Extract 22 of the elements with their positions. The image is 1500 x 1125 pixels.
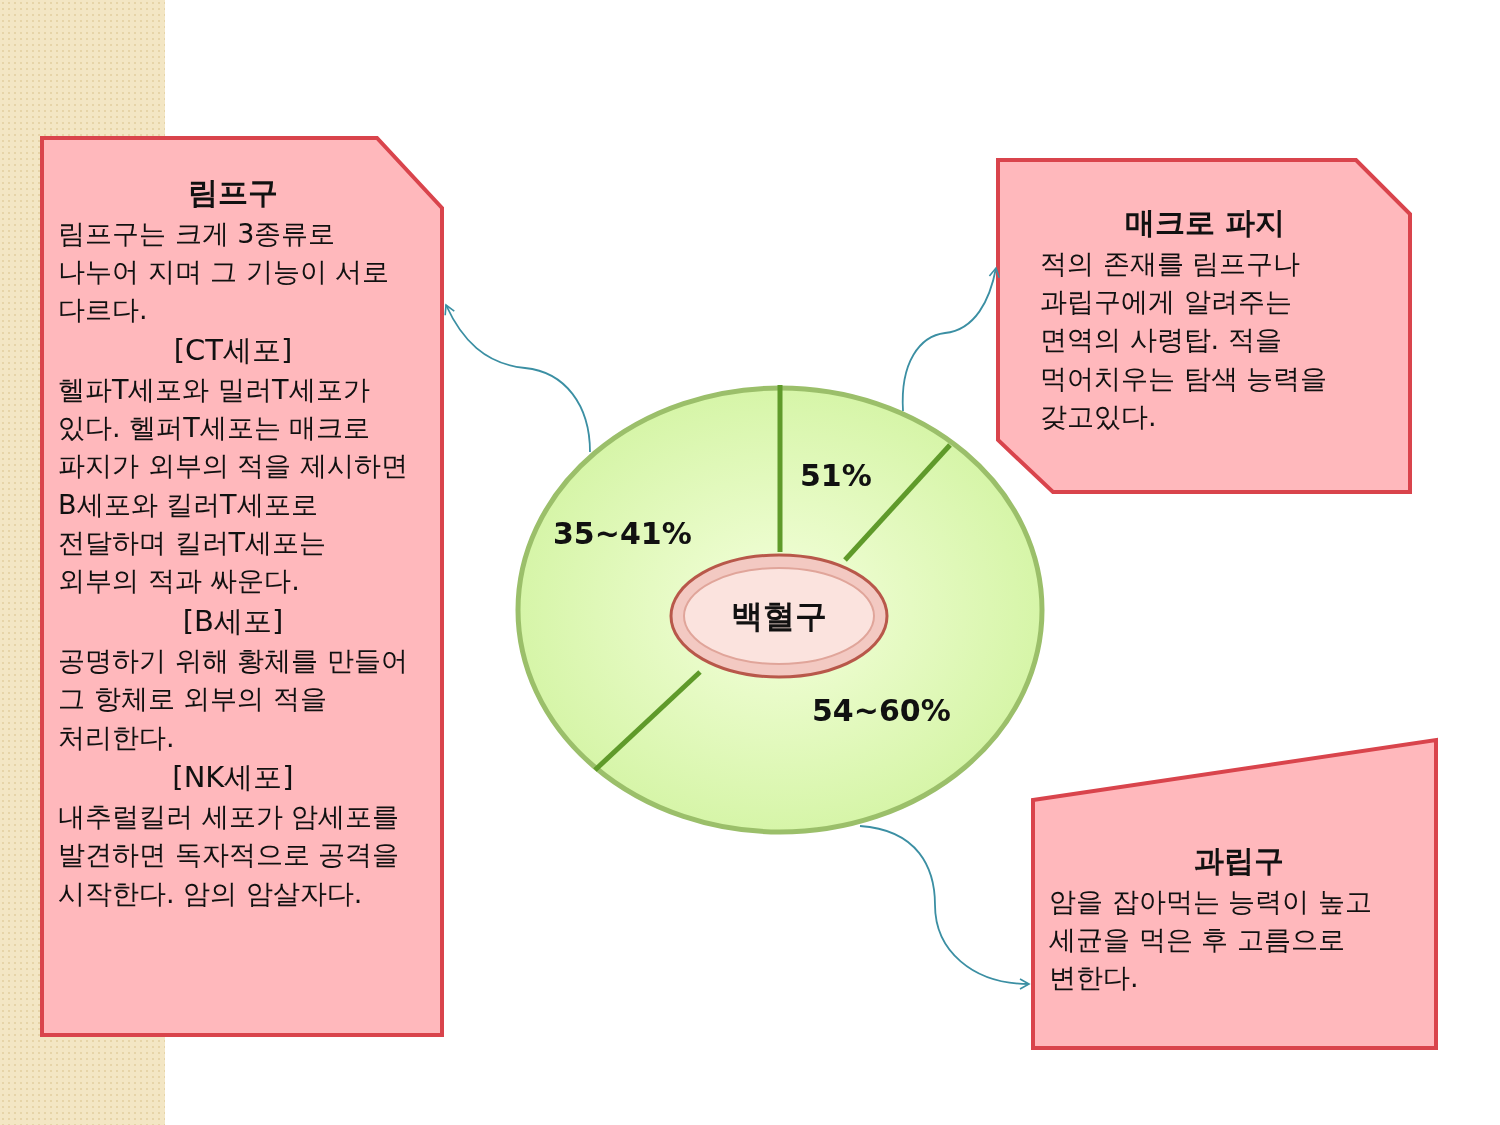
curved-arrow xyxy=(444,304,591,453)
node-text: 적의 존재를 림프구나 과립구에게 알려주는 면역의 사령탑. 적을 먹어치우는 탐색 능력을 갖고있다. xyxy=(1040,246,1329,434)
section-heading: [B세포] xyxy=(181,602,285,640)
node-text: 림프구는 크게 3종류로 나누어 지며 그 기능이 서로 다르다. xyxy=(58,216,391,328)
node-heading: 림프구 xyxy=(187,174,279,212)
center-ellipse xyxy=(668,552,890,680)
node-text: 암을 잡아먹는 능력이 높고 세균을 먹은 후 고름으로 변한다. xyxy=(1049,884,1373,996)
info-card xyxy=(42,138,442,1035)
percentage-label: 54~60% xyxy=(812,692,951,730)
info-card xyxy=(998,160,1410,492)
node-text: 내추럴킬러 세포가 암세포를 발견하면 독자적으로 공격을 시작한다. 암의 암살자다. xyxy=(58,800,401,911)
section-heading: [CT세포] xyxy=(172,331,294,369)
node-text: 공명하기 위해 황체를 만들어 그 항체로 외부의 적을 처리한다. xyxy=(58,643,408,755)
node-heading: 매크로 파지 xyxy=(1123,204,1287,242)
node-label: 백혈구 xyxy=(730,596,828,637)
node-heading: 과립구 xyxy=(1193,842,1285,880)
percentage-label: 51% xyxy=(800,457,872,495)
node-text: 헬파T세포와 밀러T세포가 있다. 헬퍼T세포는 매크로 파지가 외부의 적을 제시하면 B세포와 킬러T세포로 전달하며 킬러T세포는 외부의 적과 싸운다. xyxy=(58,372,408,599)
curved-arrow xyxy=(859,825,1030,990)
info-card xyxy=(1033,740,1436,1048)
percentage-label: 35~41% xyxy=(553,515,692,553)
section-heading: [NK세포] xyxy=(171,758,295,796)
